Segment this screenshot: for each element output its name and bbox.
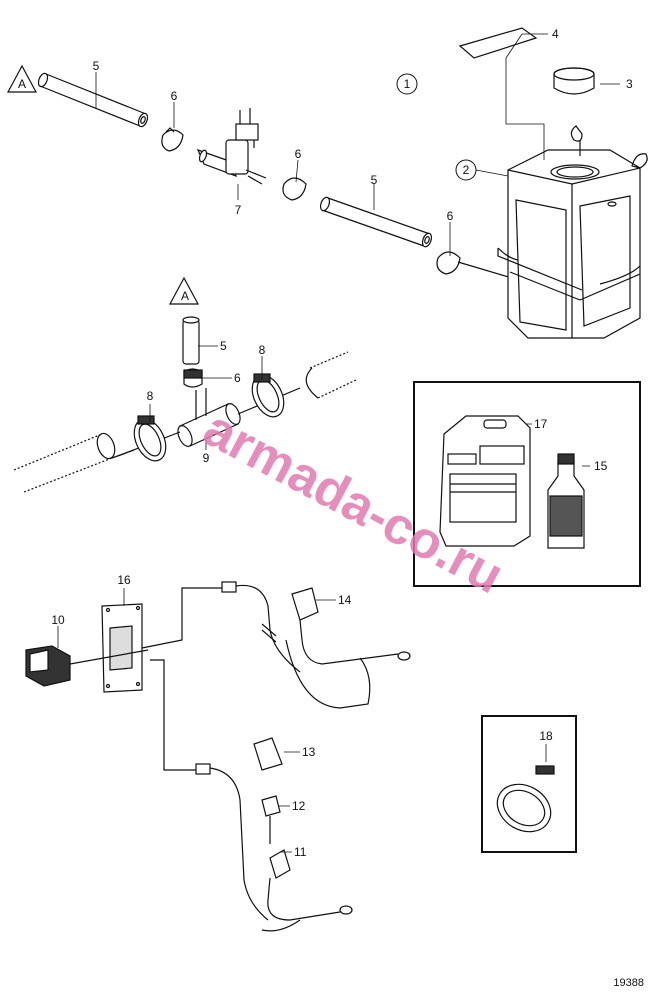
label-8-a: 8 [147, 389, 154, 403]
switch-10 [25, 645, 71, 687]
clamp-6-d [183, 368, 203, 388]
label-18: 18 [539, 729, 553, 743]
clamp-6-a [161, 127, 184, 152]
clamp-6-c [436, 251, 513, 279]
figure-number: 19388 [613, 977, 644, 989]
reference-marker-a-mid [168, 276, 200, 305]
switch-wire [69, 649, 149, 665]
label-6-a: 6 [171, 89, 178, 103]
harness-11 [195, 763, 353, 932]
label-16: 16 [117, 573, 131, 587]
label-8-b: 8 [259, 343, 266, 357]
marker-a-top-label: A [18, 77, 26, 91]
hose-5-middle [319, 196, 433, 248]
tether [570, 125, 648, 169]
reference-marker-a-top [6, 64, 38, 93]
group-label-1: 1 [404, 77, 411, 91]
hose-clamp-box [481, 715, 577, 853]
decal-4 [458, 27, 538, 59]
label-12: 12 [292, 799, 306, 813]
label-5-c: 5 [220, 339, 227, 353]
diagram-leaders [141, 587, 222, 771]
filler-cap-3 [553, 67, 595, 95]
label-6-d: 6 [234, 371, 241, 385]
part-labels: A A 1 2 3 4 5 5 5 6 6 6 6 7 8 8 9 10 11 … [18, 27, 633, 859]
label-4: 4 [552, 27, 559, 41]
cap-13 [253, 737, 283, 771]
label-5-b: 5 [371, 173, 378, 187]
label-11: 11 [294, 845, 307, 859]
hose-5-left [37, 72, 149, 128]
reservoir-tank [497, 149, 641, 339]
label-3: 3 [626, 77, 633, 91]
leader-lines [57, 33, 620, 853]
harness-14 [221, 581, 411, 709]
hose-5-short [182, 316, 200, 365]
label-6-c: 6 [447, 209, 454, 223]
hose-clamp-8-left [133, 415, 167, 462]
connector-12 [261, 795, 281, 844]
label-10: 10 [51, 613, 65, 627]
panel-16 [101, 603, 143, 693]
label-9: 9 [203, 451, 210, 465]
canister-17 [439, 415, 531, 547]
label-5-a: 5 [93, 59, 100, 73]
bottle-15 [547, 453, 585, 549]
pipe-right [305, 351, 357, 399]
label-6-b: 6 [295, 147, 302, 161]
label-13: 13 [302, 745, 316, 759]
fluids-box [413, 381, 641, 587]
label-17: 17 [534, 417, 548, 431]
marker-a-mid-label: A [181, 289, 189, 303]
label-14: 14 [338, 593, 352, 607]
fitting-9 [117, 387, 301, 457]
label-15: 15 [594, 459, 608, 473]
label-7: 7 [235, 203, 242, 217]
valve-7 [196, 108, 267, 185]
pipe-left [13, 432, 135, 493]
group-label-2: 2 [463, 163, 470, 177]
clamp-6-b [282, 177, 307, 201]
hose-clamp-8-right [251, 373, 285, 418]
